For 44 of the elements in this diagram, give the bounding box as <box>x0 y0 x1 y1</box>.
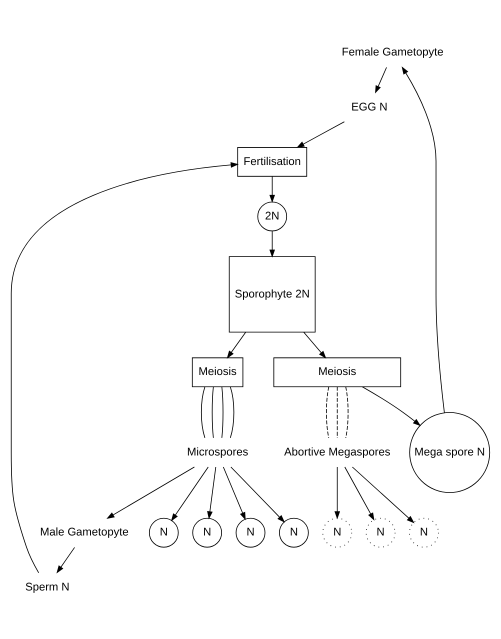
arrow <box>230 466 285 522</box>
node-text: Female Gametopyte <box>342 46 444 58</box>
node-circle: N <box>366 517 396 548</box>
arrow <box>56 546 75 574</box>
node-text: EGG N <box>351 100 388 113</box>
node-circle: N <box>236 517 266 548</box>
arrow <box>106 466 195 518</box>
node-text: Sperm N <box>25 580 70 593</box>
node-box: Fertilisation <box>237 146 308 176</box>
node-text: Abortive Megaspores <box>284 446 390 458</box>
connector <box>221 386 224 438</box>
arrow <box>207 466 216 519</box>
arrow <box>303 331 326 358</box>
node-circle: N <box>148 517 179 548</box>
node-text: Microspores <box>187 446 248 458</box>
arrow <box>334 466 340 519</box>
connector <box>230 386 234 438</box>
connector <box>336 386 338 438</box>
node-box: Meiosis <box>273 356 402 387</box>
node-circle: N <box>322 517 352 548</box>
arrow <box>362 386 421 426</box>
arrow <box>352 466 415 523</box>
connector <box>200 386 206 438</box>
node-box: Meiosis <box>192 356 244 387</box>
arrow <box>375 66 387 94</box>
connector <box>345 386 348 438</box>
arrow <box>269 176 276 202</box>
arrow <box>226 331 246 358</box>
arrow <box>296 120 345 148</box>
node-circle: Mega spore N <box>409 412 490 492</box>
node-box: Sporophyte 2N <box>228 256 316 332</box>
node-circle: N <box>192 517 222 548</box>
node-circle: N <box>409 517 439 548</box>
node-circle: N <box>279 517 309 548</box>
connector <box>212 386 214 438</box>
connector <box>326 386 330 438</box>
arrow <box>344 466 374 520</box>
arrow <box>170 466 209 521</box>
node-text: Male Gametopyte <box>40 526 129 538</box>
arrow <box>269 230 276 258</box>
arrow <box>222 466 246 520</box>
arrow <box>402 66 445 412</box>
node-circle: 2N <box>257 201 288 231</box>
arrow <box>10 162 239 573</box>
